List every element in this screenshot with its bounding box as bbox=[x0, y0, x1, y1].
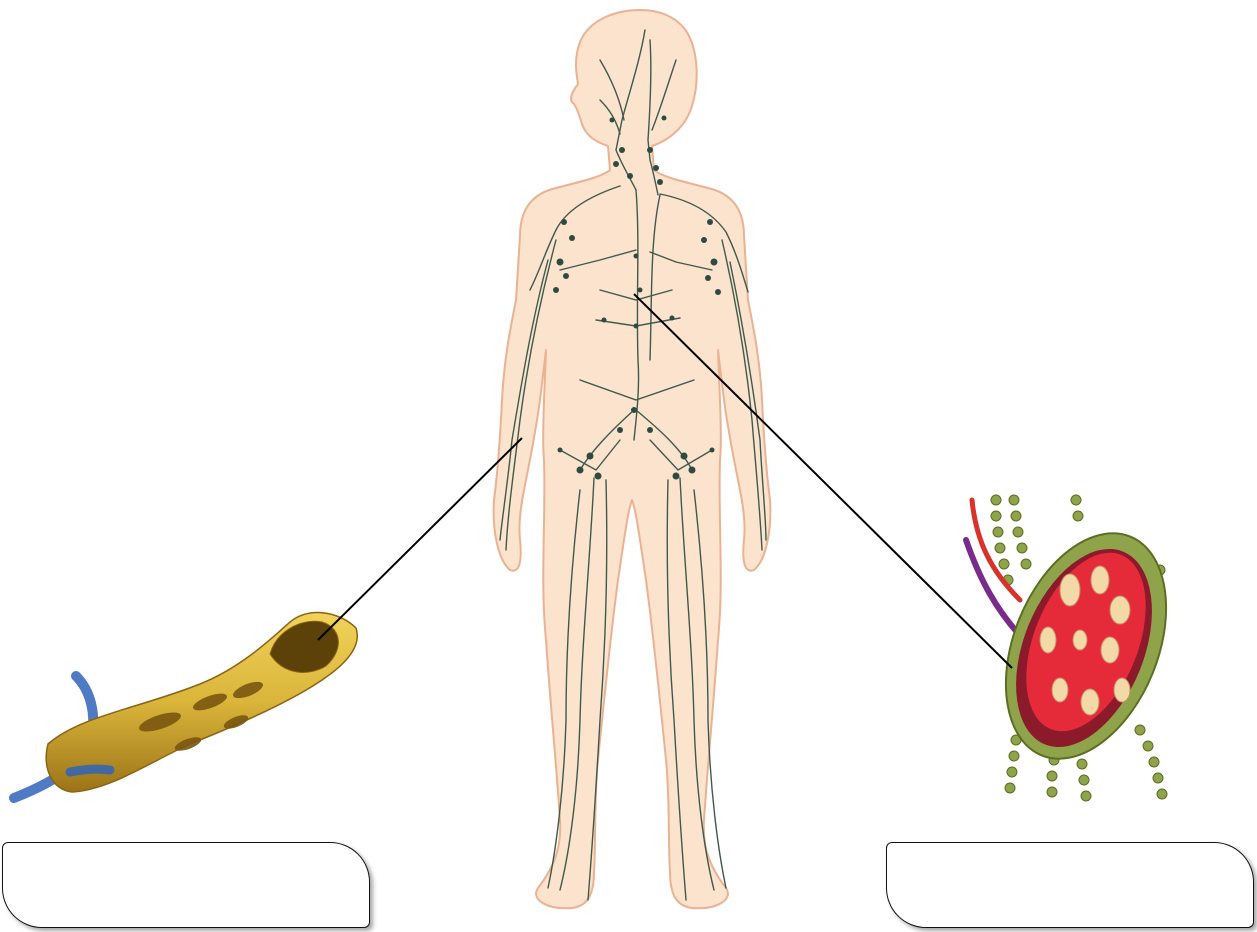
label-box-lymph-vessel[interactable] bbox=[2, 842, 370, 928]
vein bbox=[966, 540, 1024, 640]
leader-line-vessel bbox=[318, 438, 522, 640]
human-body-figure bbox=[494, 10, 771, 908]
lymph-node-illustration bbox=[966, 495, 1197, 801]
lymph-vessel-illustration bbox=[14, 613, 357, 798]
flow-arrow-out bbox=[70, 769, 110, 772]
label-box-lymph-node[interactable] bbox=[886, 842, 1254, 928]
body-silhouette bbox=[494, 10, 771, 908]
